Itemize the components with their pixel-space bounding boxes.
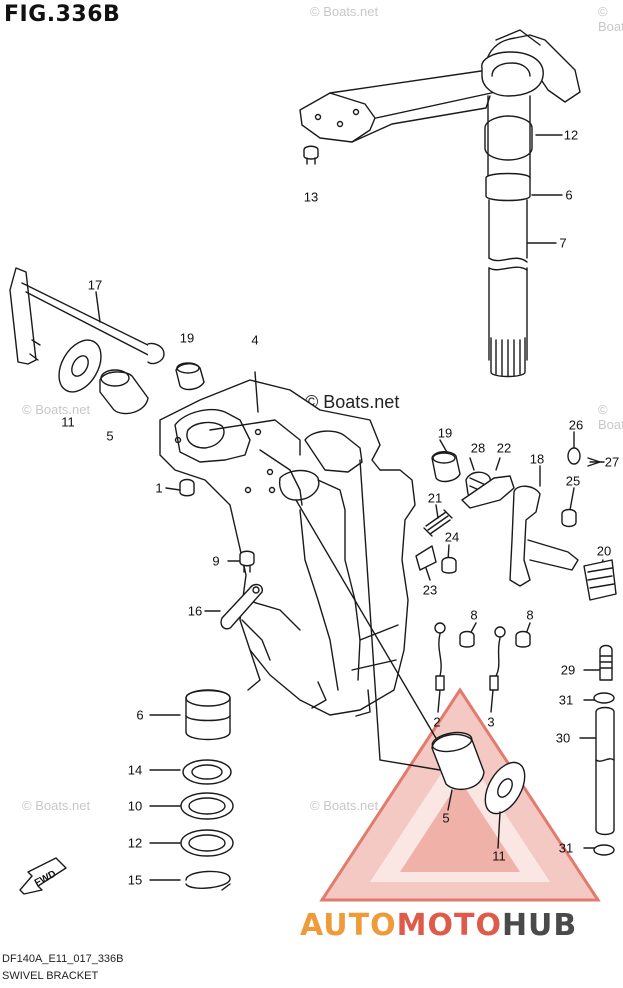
steering-bracket [299, 29, 581, 143]
spring-21 [423, 509, 453, 537]
callout-15: 15 [127, 872, 143, 888]
plate-23 [415, 545, 437, 571]
callout-31: 31 [558, 840, 574, 856]
center-watermark: © Boats.net [305, 392, 400, 412]
callout-24: 24 [444, 529, 460, 545]
callout-19: 19 [179, 330, 195, 346]
callout-11: 11 [61, 414, 75, 430]
bolt-9 [239, 550, 255, 573]
callout-28: 28 [470, 440, 486, 456]
callout-31: 31 [558, 692, 574, 708]
tilt-lever-18 [509, 485, 579, 587]
callout-21: 21 [427, 490, 443, 506]
collar-25 [561, 508, 577, 528]
callout-16: 16 [187, 603, 203, 619]
callout-30: 30 [555, 730, 571, 746]
tilt-shaft-17 [9, 267, 165, 365]
callout-20: 20 [596, 543, 612, 559]
callout-7: 7 [559, 235, 567, 251]
bolt-8-right [515, 630, 531, 648]
brand-moto: MOTO [396, 908, 502, 943]
callout-25: 25 [565, 473, 581, 489]
diagram-caption: SWIVEL BRACKET [2, 970, 99, 982]
callout-23: 23 [422, 582, 438, 598]
grease-fitting-29 [599, 644, 613, 681]
bushing-5-lower [431, 731, 485, 791]
washer-14 [182, 759, 232, 785]
callout-27: 27 [604, 454, 620, 470]
callout-18: 18 [529, 451, 545, 467]
watermark-text: © Boats.net [310, 798, 379, 813]
watermark-text: © Boats.net [22, 402, 91, 417]
leader-line [497, 811, 501, 849]
callout-26: 26 [568, 417, 584, 433]
brand-hub: HUB [501, 908, 578, 943]
callout-2: 2 [433, 714, 441, 730]
callout-4: 4 [251, 332, 259, 348]
callout-1: 1 [155, 480, 163, 496]
watermark-text: © Boats.net [22, 798, 91, 813]
callout-8: 8 [470, 607, 478, 623]
hub-triangle-logo [319, 687, 601, 902]
callout-8: 8 [526, 607, 534, 623]
callout-11: 11 [492, 848, 506, 864]
washer-10 [180, 792, 234, 820]
callout-3: 3 [487, 714, 495, 730]
callout-19: 19 [437, 425, 453, 441]
steering-shaft [484, 95, 533, 378]
bolt-24 [441, 556, 457, 574]
callout-10: 10 [127, 798, 143, 814]
knob-20 [583, 559, 617, 601]
bushing-5-upper [99, 369, 149, 415]
watermark-text: © Boats.net [598, 402, 623, 432]
bolt-13 [303, 145, 319, 165]
bushing-19-right [431, 451, 461, 483]
callout-22: 22 [496, 440, 512, 456]
callout-5: 5 [106, 428, 114, 444]
brand-auto: AUTO [300, 908, 397, 943]
bushing-6-lower [185, 689, 231, 741]
washer-11-upper [58, 339, 102, 393]
diagram-code: DF140A_E11_017_336B [2, 953, 124, 965]
washer-26 [567, 447, 581, 465]
pin-27 [587, 457, 601, 467]
link-16 [220, 583, 263, 630]
figure-title: FIG.336B [4, 2, 121, 27]
ground-wire-3 [489, 626, 506, 691]
callout-6: 6 [565, 187, 573, 203]
callout-13: 13 [303, 189, 319, 205]
clamp-31-upper [593, 692, 615, 704]
fwd-arrow [19, 857, 67, 895]
washer-11-lower [484, 761, 526, 815]
grease-nipple-1 [179, 478, 195, 497]
watermark-text: © Boats.net [598, 4, 623, 34]
bushing-19-upper [175, 362, 205, 391]
bolt-8-left [459, 630, 475, 648]
clamp-31-lower [593, 844, 615, 856]
callout-6: 6 [136, 707, 144, 723]
callout-12: 12 [563, 127, 579, 143]
callout-14: 14 [127, 762, 143, 778]
watermark-text: © Boats.net [310, 4, 379, 19]
ground-wire-2 [434, 622, 446, 691]
callout-12: 12 [127, 835, 143, 851]
callout-17: 17 [87, 277, 103, 293]
callout-5: 5 [442, 810, 450, 826]
callout-29: 29 [560, 662, 576, 678]
hose-30 [595, 706, 615, 836]
snap-ring-15 [185, 870, 231, 891]
leader-lines [95, 134, 605, 881]
lever-22 [461, 475, 515, 509]
callout-9: 9 [212, 553, 220, 569]
leader-line [447, 789, 453, 811]
autohub-logo: AUTOMOTOHUB [300, 908, 577, 943]
washer-12-lower [180, 829, 234, 857]
swivel-bracket-4 [159, 379, 416, 717]
